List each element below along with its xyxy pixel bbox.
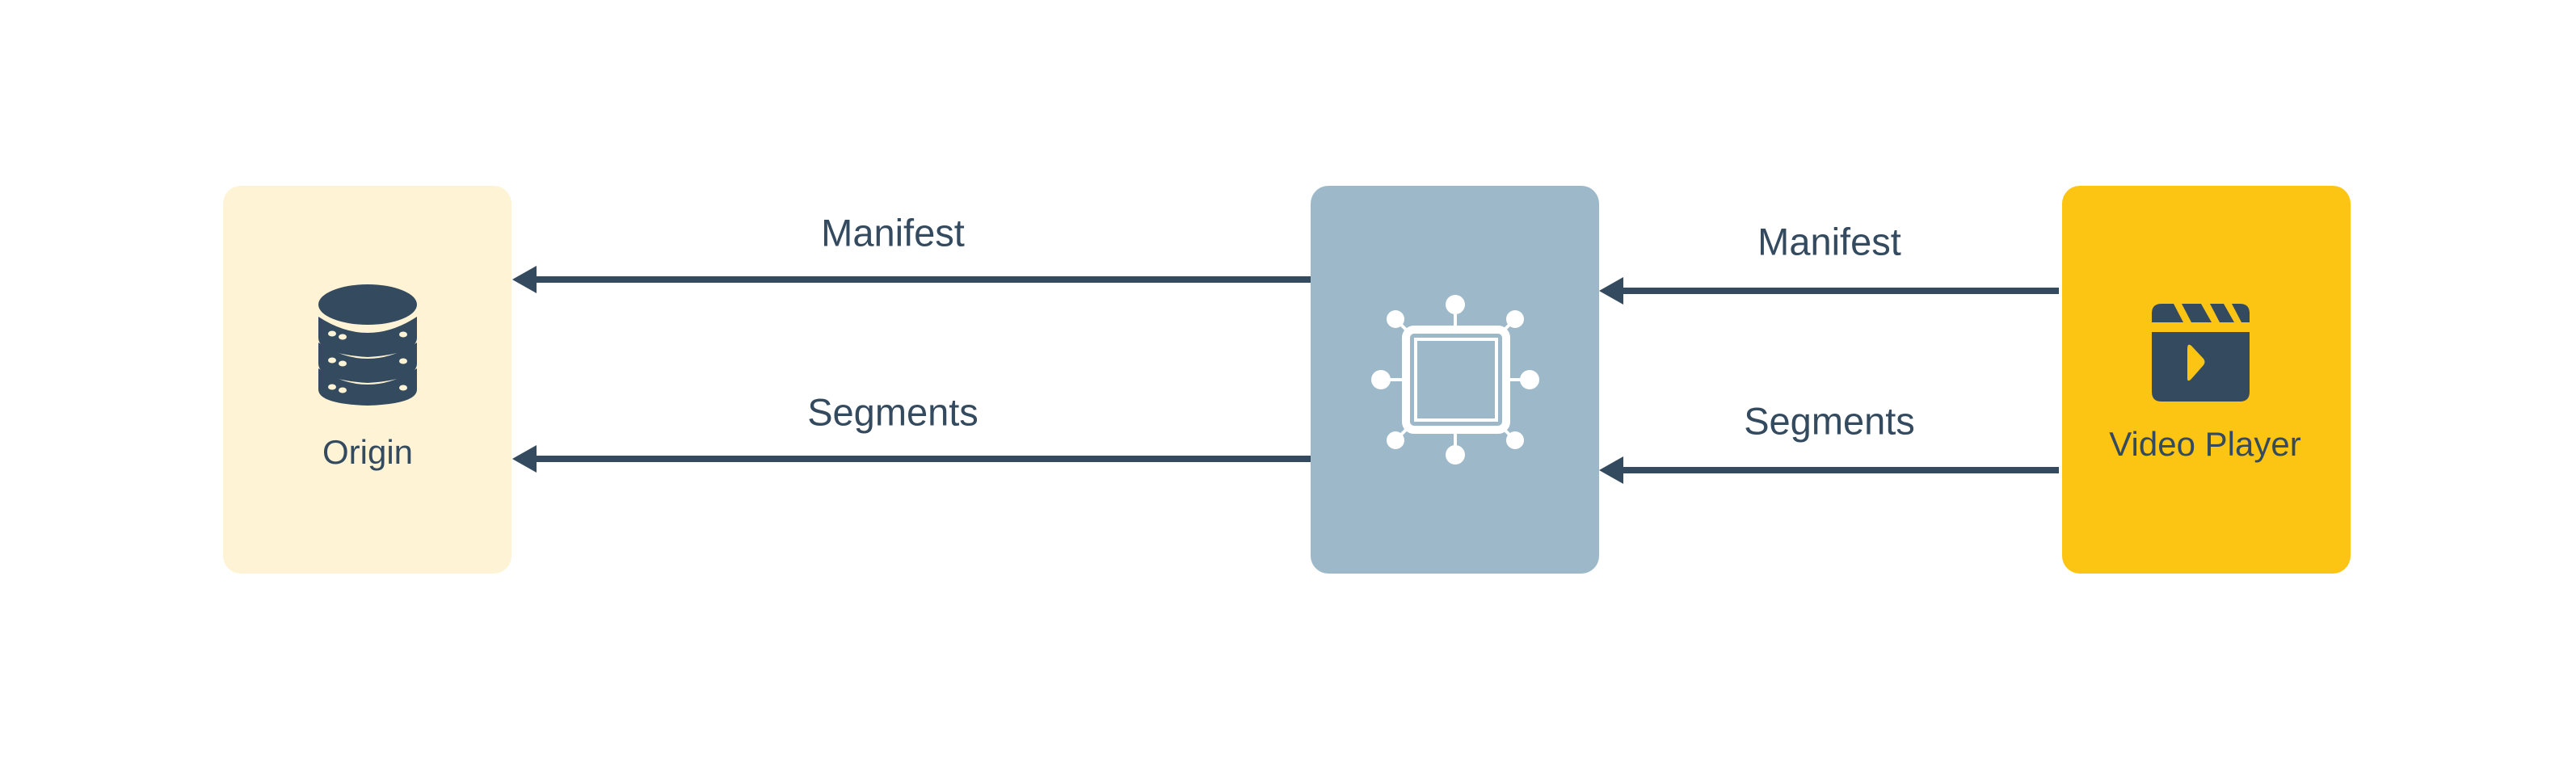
origin-label: Origin	[322, 433, 414, 471]
clapperboard-play-icon	[2152, 304, 2250, 402]
edge-label-segments-origin: Segments	[807, 390, 979, 434]
cdn-label: CDN	[1422, 362, 1490, 397]
edge-label-manifest-cdn: Manifest	[1757, 220, 1901, 263]
network-chip-icon	[1371, 295, 1539, 465]
edge-label-segments-cdn: Segments	[1744, 399, 1915, 443]
edge-label-manifest-origin: Manifest	[821, 211, 965, 254]
arrow-player-to-cdn-segments	[1599, 456, 2059, 484]
arrow-cdn-to-origin-segments	[512, 445, 1311, 473]
database-icon	[318, 284, 417, 406]
cdn-node	[1311, 186, 1599, 574]
arrow-player-to-cdn-manifest	[1599, 277, 2059, 305]
arrow-cdn-to-origin-manifest	[512, 266, 1311, 293]
video-player-label: Video Player	[2109, 425, 2301, 463]
